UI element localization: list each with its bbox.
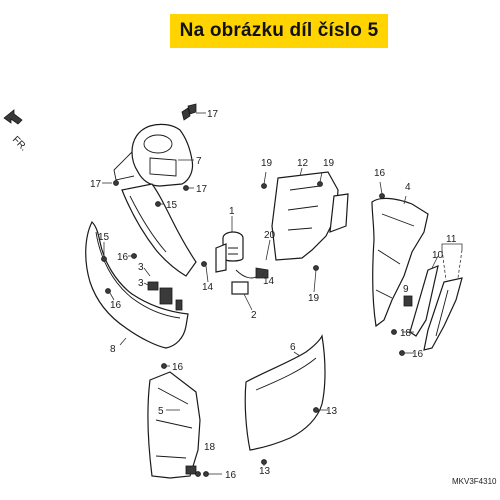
callout-13: 13: [259, 466, 271, 477]
part-7-top-cover: [113, 103, 197, 187]
callout-labels: 17 7 17 17 15 15 16 3 3 16 8 1 20 14 14 …: [90, 109, 457, 481]
front-direction-arrow-icon: [3, 109, 23, 125]
part-9-bracket: [403, 295, 413, 307]
callout-15: 15: [166, 200, 178, 211]
callout-20: 20: [264, 230, 276, 241]
callout-19: 19: [308, 293, 320, 304]
callout-17: 17: [90, 179, 102, 190]
callout-1: 1: [229, 206, 235, 217]
part-11-garnish: [423, 277, 463, 351]
callout-11: 11: [446, 234, 457, 245]
callout-12: 12: [297, 158, 309, 169]
callout-16: 16: [225, 470, 237, 481]
callout-10: 10: [432, 250, 444, 261]
part-3-bracket: [147, 281, 183, 311]
leader-lines: [102, 112, 463, 475]
callout-8: 8: [110, 344, 116, 355]
callout-19: 19: [261, 158, 273, 169]
callout-18: 18: [400, 328, 412, 339]
callout-16: 16: [117, 252, 129, 263]
callout-19: 19: [323, 158, 335, 169]
callout-17: 17: [196, 184, 208, 195]
callout-16: 16: [110, 300, 122, 311]
part-2-cable: [231, 267, 269, 295]
part-8-front-cover: [85, 183, 197, 349]
part-10-strip: [409, 265, 439, 337]
callout-13: 13: [326, 406, 338, 417]
callout-7: 7: [196, 156, 202, 167]
callout-3: 3: [138, 278, 144, 289]
callout-16: 16: [374, 168, 386, 179]
callout-16: 16: [412, 349, 424, 360]
callout-9: 9: [403, 284, 409, 295]
callout-16: 16: [172, 362, 184, 373]
callout-2: 2: [251, 310, 257, 321]
callout-5: 5: [158, 406, 164, 417]
diagram-code: MKV3F4310: [452, 477, 497, 486]
callout-15: 15: [98, 232, 110, 243]
callout-14: 14: [263, 276, 275, 287]
callout-18: 18: [204, 442, 216, 453]
callout-4: 4: [405, 182, 411, 193]
part-5-lower-front-cover: [147, 371, 201, 479]
callout-17: 17: [207, 109, 219, 120]
front-direction-label: FR.: [10, 134, 29, 153]
part-6-lower-cover: [244, 334, 326, 451]
part-1-ignition-switch: [215, 231, 244, 273]
fasteners: [101, 180, 405, 477]
part-number-banner: Na obrázku díl číslo 5: [170, 14, 388, 48]
callout-3: 3: [138, 262, 144, 273]
part-12-inner-panel: [271, 171, 349, 261]
callout-6: 6: [290, 342, 296, 353]
part-4-side-cover: [371, 197, 429, 328]
callout-14: 14: [202, 282, 214, 293]
